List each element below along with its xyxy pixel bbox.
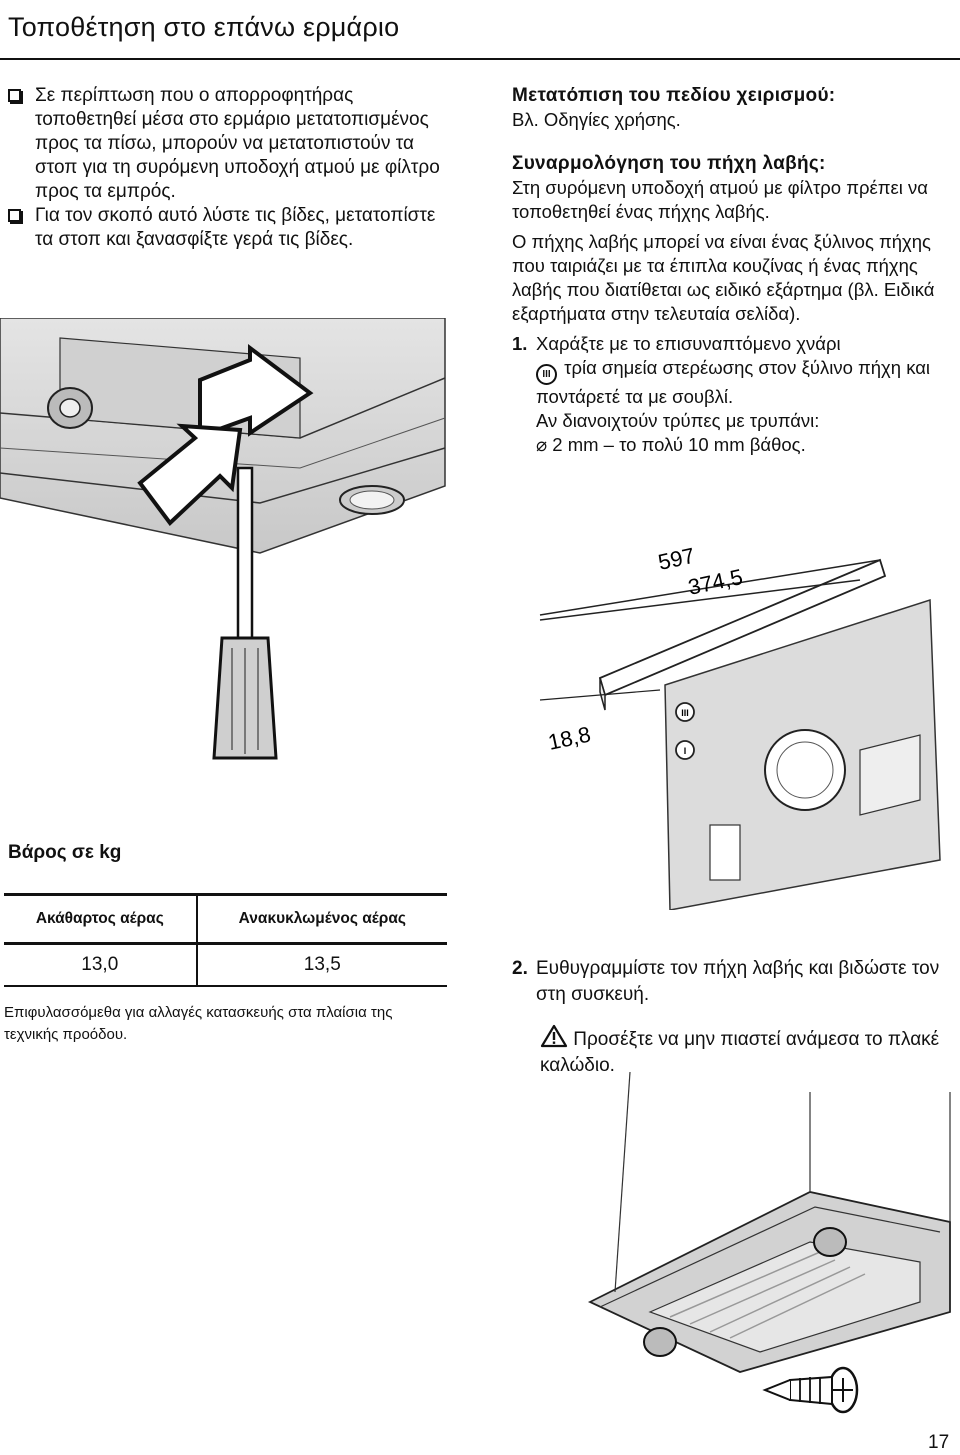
dimension-label-374: 374,5 — [686, 564, 745, 600]
list-item: Για τον σκοπό αυτό λύστε τις βίδες, μετα… — [8, 204, 448, 252]
warning-note: Προσέξτε να μην πιαστεί ανάμεσα το πλακέ… — [540, 1024, 960, 1079]
table-cell-exhaust: 13,0 — [4, 942, 198, 987]
step-1: 1. Χαράξτε με το επισυναπτόμενο χνάρι II… — [512, 332, 952, 457]
page-number: 17 — [928, 1432, 950, 1453]
list-item-text: Σε περίπτωση που ο απορροφητήρας τοποθετ… — [35, 85, 440, 202]
checkbox-bullet-icon — [8, 89, 21, 102]
table-header-row: Ακάθαρτος αέρας Ανακυκλωμένος αέρας — [4, 893, 447, 945]
section-paragraph: Στη συρόμενη υποδοχή ατμού με φίλτρο πρέ… — [512, 177, 928, 222]
step-2: 2. Ευθυγραμμίστε τον πήχη λαβής και βιδώ… — [512, 956, 952, 1008]
checkbox-bullet-icon — [8, 209, 21, 222]
table-cell-recirculation: 13,5 — [195, 942, 447, 987]
step-text: Αν διανοιχτούν τρύπες με τρυπάνι: — [536, 410, 820, 431]
list-item: Σε περίπτωση που ο απορροφητήρας τοποθετ… — [8, 84, 448, 204]
handle-template-diagram: 597 374,5 18,8 III I — [539, 543, 941, 910]
section-paragraph: Ο πήχης λαβής μπορεί να είναι ένας ξύλιν… — [512, 231, 935, 324]
step-text: Ευθυγραμμίστε τον πήχη λαβής και βιδώστε… — [536, 958, 940, 1005]
step-text: τρία σημεία στερέωσης στον ξύλινο πήχη κ… — [536, 357, 931, 407]
section-text: Βλ. Οδηγίες χρήσης. — [512, 109, 681, 130]
table-header-recirculation: Ανακυκλωμένος αέρας — [195, 893, 447, 945]
table-row: 13,0 13,5 — [4, 942, 447, 987]
step-text: ⌀ 2 mm – το πολύ 10 mm βάθος. — [536, 434, 806, 455]
left-instructions: Σε περίπτωση που ο απορροφητήρας τοποθετ… — [8, 84, 448, 252]
template-label-i: I — [684, 746, 687, 756]
step-text: Χαράξτε με το επισυναπτόμενο χνάρι — [536, 333, 841, 354]
warning-triangle-icon — [540, 1024, 568, 1048]
warning-text: Προσέξτε να μην πιαστεί ανάμεσα το πλακέ… — [540, 1029, 940, 1076]
screwdriver-illustration — [0, 318, 446, 760]
step-number: 1. — [512, 333, 528, 354]
template-iii-icon: III — [536, 364, 557, 385]
dimension-label-597: 597 — [656, 543, 697, 575]
template-label-iii: III — [681, 708, 689, 718]
weight-table: Ακάθαρτος αέρας Ανακυκλωμένος αέρας 13,0… — [4, 893, 447, 987]
list-item-text: Για τον σκοπό αυτό λύστε τις βίδες, μετα… — [35, 205, 436, 250]
title-divider — [0, 58, 960, 60]
screw-icon — [762, 1366, 859, 1414]
section-heading-control-panel: Μετατόπιση του πεδίου χειρισμού: — [512, 85, 836, 106]
dimension-label-18: 18,8 — [546, 722, 593, 755]
hood-underside-illustration — [587, 1072, 951, 1414]
step-number: 2. — [512, 958, 528, 979]
right-instructions: Μετατόπιση του πεδίου χειρισμού: Βλ. Οδη… — [512, 84, 952, 457]
table-header-exhaust: Ακάθαρτος αέρας — [4, 893, 198, 945]
weight-title: Βάρος σε kg — [8, 842, 122, 863]
section-heading-handle-bar: Συναρμολόγηση του πήχη λαβής: — [512, 153, 826, 174]
disclaimer-note: Επιφυλασσόμεθα για αλλαγές κατασκευής στ… — [4, 1004, 393, 1043]
page-title: Τοποθέτηση στο επάνω ερμάριο — [8, 12, 400, 42]
